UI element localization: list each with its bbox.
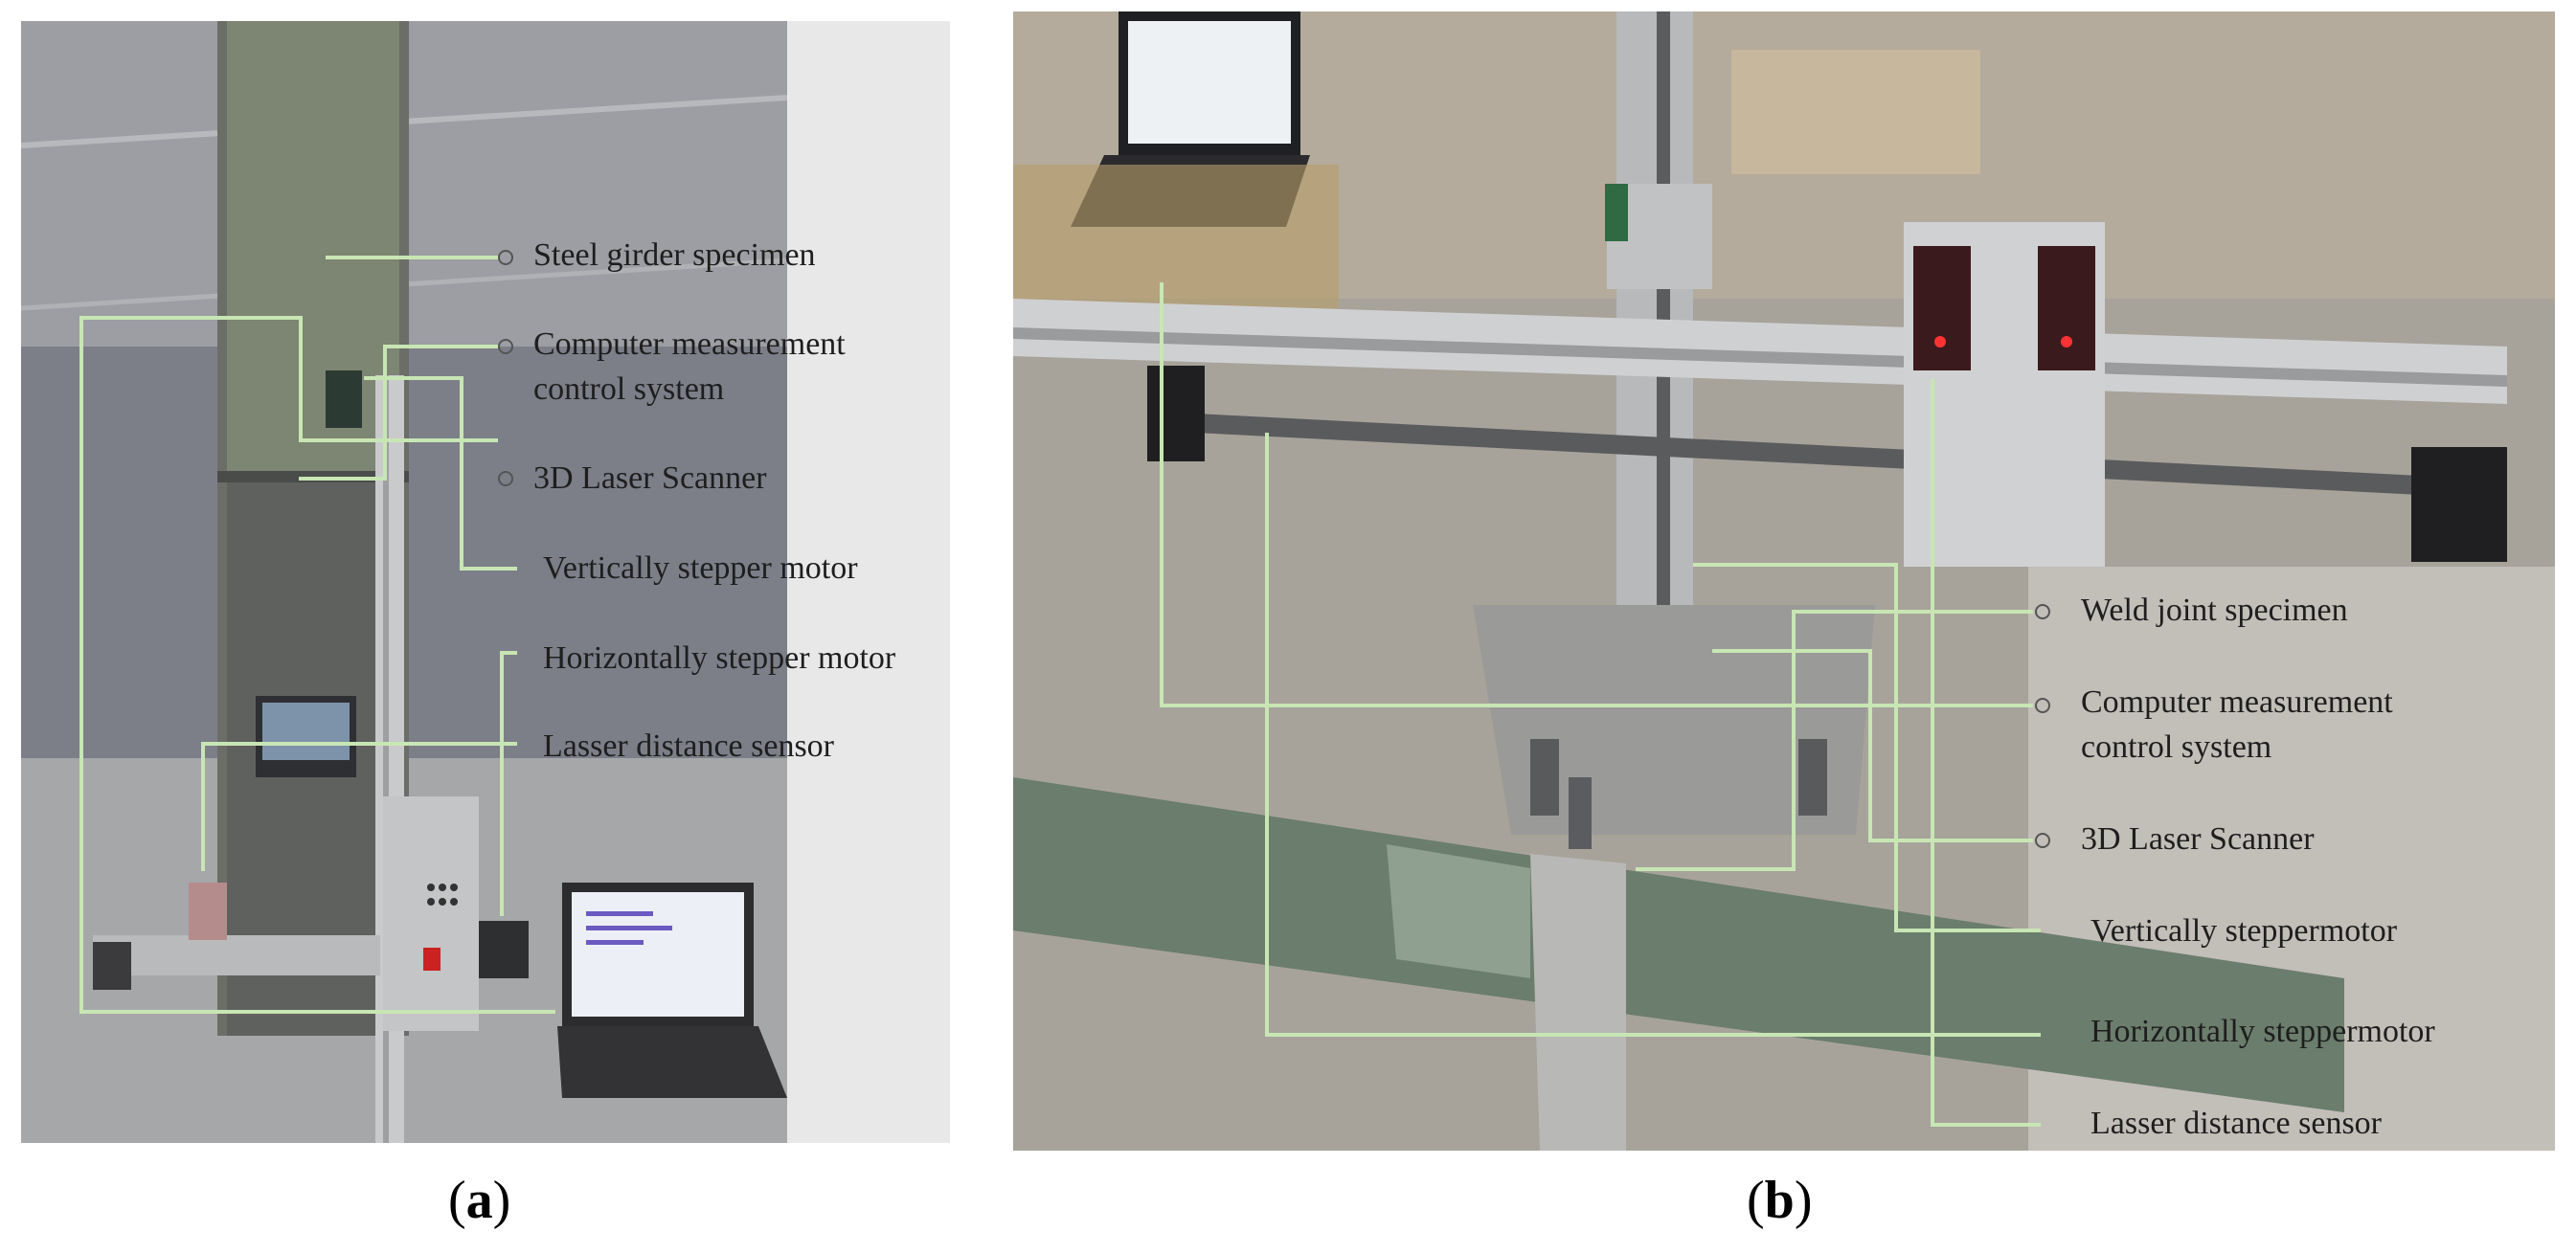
laptop-keyboard-a: [557, 1026, 787, 1098]
horizontal-motor: [479, 921, 529, 978]
label-horizontal-stepper-b: Horizontally steppermotor: [2090, 1014, 2435, 1049]
label-control-system-b: control system: [2081, 729, 2272, 765]
scanner-head-a: [326, 370, 362, 428]
desk-b: [1013, 165, 1339, 327]
label-distance-sensor-a: Lasser distance sensor: [543, 728, 835, 764]
control-box: [383, 796, 479, 1031]
weld-specimen-web: [1530, 854, 1626, 1151]
label-laser-scanner-a: 3D Laser Scanner: [533, 460, 767, 496]
label-horizontal-stepper-a: Horizontally stepper motor: [543, 640, 896, 676]
right-motor-b: [2411, 447, 2507, 562]
label-control-system-a: control system: [533, 371, 725, 407]
caption-letter-b: b: [1764, 1171, 1795, 1230]
sensor-right-b: [2038, 246, 2095, 370]
annotation-markers-a: [498, 250, 513, 486]
ball-screw-b: [1195, 414, 2421, 495]
annotation-lines-b: [1160, 282, 2041, 1127]
panel-b-photo: [1013, 11, 2555, 1151]
label-distance-sensor-b: Lasser distance sensor: [2090, 1106, 2383, 1141]
horizontal-rail: [93, 935, 380, 975]
label-steel-girder-specimen: Steel girder specimen: [533, 237, 816, 273]
panel-a: Steel girder specimen Computer measureme…: [21, 21, 950, 1143]
light-overlay-panel: [787, 21, 950, 1143]
label-computer-measurement-b: Computer measurement: [2081, 684, 2393, 720]
left-motor-b: [1147, 366, 1205, 461]
label-weld-joint-specimen: Weld joint specimen: [2081, 593, 2348, 628]
panel-b: Weld joint specimen Computer measurement…: [1013, 11, 2555, 1151]
red-switch: [423, 948, 441, 971]
annotation-markers-b: [2035, 604, 2050, 848]
label-vertical-stepper-a: Vertically stepper motor: [543, 550, 858, 586]
caption-a: (a): [448, 1171, 511, 1230]
girder-upper-patina: [227, 21, 399, 471]
label-computer-measurement-a: Computer measurement: [533, 326, 846, 362]
annotation-lines-a: [79, 256, 555, 1014]
label-laser-scanner-b: 3D Laser Scanner: [2081, 821, 2315, 857]
caption-b: (b): [1747, 1171, 1813, 1230]
caption-letter-a: a: [465, 1171, 493, 1230]
weld-specimen-plate: [1013, 777, 2344, 1112]
sensor-block-a: [189, 883, 227, 940]
label-vertical-stepper-b: Vertically steppermotor: [2090, 913, 2398, 949]
sensor-left-b: [1913, 246, 1971, 370]
laser-probe-b: [1569, 777, 1592, 849]
panel-a-photo: [21, 21, 950, 1143]
